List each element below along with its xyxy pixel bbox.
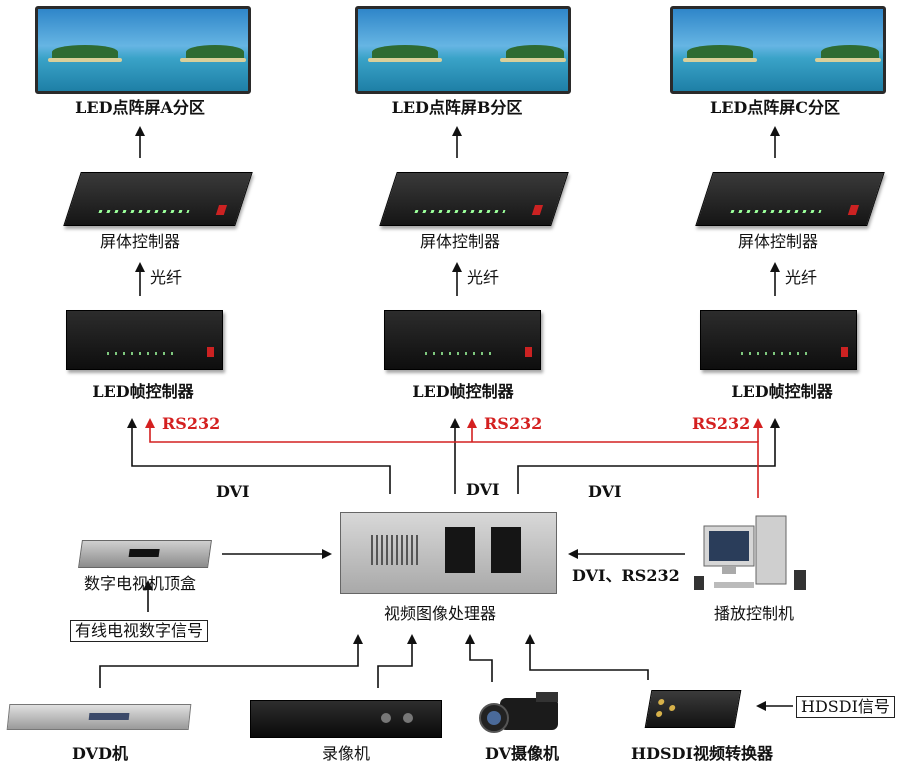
screen-b-label: LED点阵屏B分区: [391, 98, 523, 117]
video-processor: [340, 512, 557, 594]
camcorder-label: DV摄像机: [484, 744, 560, 763]
dvi-c-label: DVI: [588, 482, 622, 501]
frame-controller-c: [700, 310, 857, 370]
frame-controller-a: [66, 310, 223, 370]
frame-controller-c-label: LED帧控制器: [731, 382, 833, 401]
frame-controller-b-label: LED帧控制器: [412, 382, 514, 401]
playback-computer-icon: [694, 515, 806, 590]
dvi-b-label: DVI: [466, 480, 500, 499]
rs232-a-label: RS232: [162, 414, 221, 433]
set-top-box-label: 数字电视机顶盒: [83, 574, 197, 593]
vcr-label: 录像机: [321, 744, 371, 763]
frame-controller-b: [384, 310, 541, 370]
video-recorder: [250, 700, 442, 738]
cable-signal-label: 有线电视数字信号: [70, 620, 209, 642]
screen-a-label: LED点阵屏A分区: [75, 98, 205, 117]
led-screen-a: [35, 6, 251, 94]
screen-controller-b-label: 屏体控制器: [419, 232, 501, 251]
frame-controller-a-label: LED帧控制器: [92, 382, 194, 401]
led-screen-b: [355, 6, 571, 94]
screen-controller-a-label: 屏体控制器: [99, 232, 181, 251]
fiber-c-label: 光纤: [785, 268, 818, 287]
hdsdi-signal-label: HDSDI信号: [796, 696, 895, 718]
rs232-c-label: RS232: [692, 414, 751, 433]
converter-label: HDSDI视频转换器: [631, 744, 773, 763]
processor-label: 视频图像处理器: [383, 604, 497, 623]
led-screen-c: [670, 6, 886, 94]
fiber-b-label: 光纤: [467, 268, 500, 287]
dvd-label: DVD机: [72, 744, 128, 763]
camcorder-icon: [479, 692, 558, 733]
screen-c-label: LED点阵屏C分区: [709, 98, 841, 117]
fiber-a-label: 光纤: [150, 268, 183, 287]
rs232-b-label: RS232: [484, 414, 543, 433]
dvi-a-label: DVI: [216, 482, 250, 501]
pc-link-label: DVI、RS232: [572, 566, 680, 585]
screen-controller-c-label: 屏体控制器: [737, 232, 819, 251]
playback-pc-label: 播放控制机: [713, 604, 795, 623]
